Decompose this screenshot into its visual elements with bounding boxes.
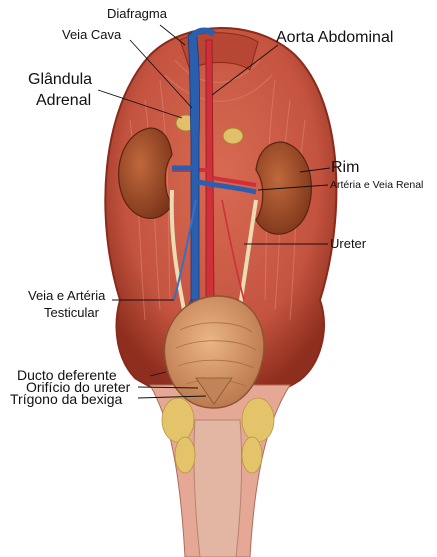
- label-testicular: Testicular: [44, 306, 99, 320]
- label-veia-cava: Veia Cava: [62, 28, 121, 42]
- label-adrenal: Adrenal: [36, 93, 91, 110]
- label-rim: Rim: [331, 160, 359, 177]
- label-diafragma: Diafragma: [107, 7, 167, 21]
- penis: [194, 420, 242, 557]
- adrenal-gland-right: [223, 128, 243, 144]
- label-arteria-veia-renal: Artéria e Veia Renal: [330, 180, 423, 191]
- label-glandula: Glândula: [28, 72, 92, 89]
- label-veia-arteria: Veia e Artéria: [28, 289, 105, 303]
- label-aorta-abdominal: Aorta Abdominal: [276, 30, 393, 47]
- label-trigono-bexiga: Trígono da bexiga: [10, 392, 122, 407]
- label-ureter: Ureter: [330, 237, 366, 251]
